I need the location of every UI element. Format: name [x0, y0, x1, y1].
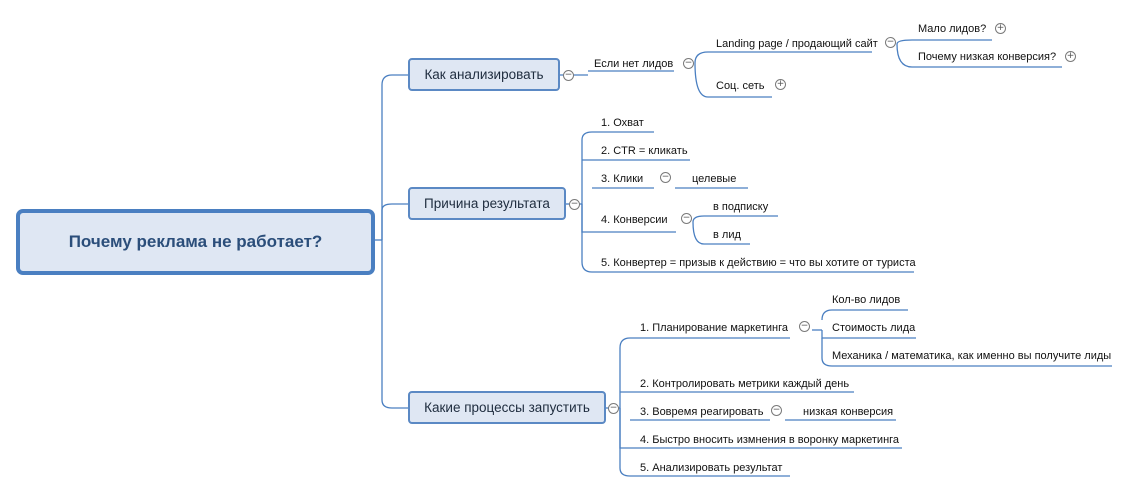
- subtopic-mechanics[interactable]: Механика / математика, как именно вы пол…: [832, 350, 1112, 362]
- subtopic-reach[interactable]: 1. Охват: [601, 117, 644, 129]
- branch-how-to-analyze[interactable]: Как анализировать: [408, 58, 560, 91]
- subtopic-low-conv[interactable]: низкая конверсия: [803, 406, 894, 418]
- collapse-icon[interactable]: −: [885, 37, 896, 48]
- subtopic-low-conversion[interactable]: Почему низкая конверсия?: [918, 51, 1057, 63]
- subtopic-ctr[interactable]: 2. CTR = кликать: [601, 145, 688, 157]
- subtopic-to-subscription[interactable]: в подписку: [713, 201, 769, 213]
- subtopic-metrics[interactable]: 2. Контролировать метрики каждый день: [640, 378, 850, 390]
- subtopic-social[interactable]: Соц. сеть: [716, 80, 765, 92]
- collapse-icon[interactable]: −: [799, 321, 810, 332]
- subtopic-no-leads[interactable]: Если нет лидов: [594, 58, 674, 70]
- collapse-icon[interactable]: −: [681, 213, 692, 224]
- subtopic-planning[interactable]: 1. Планирование маркетинга: [640, 322, 788, 334]
- subtopic-clicks[interactable]: 3. Клики: [601, 173, 644, 185]
- collapse-icon[interactable]: −: [771, 405, 782, 416]
- subtopic-conversions[interactable]: 4. Конверсии: [601, 214, 668, 226]
- subtopic-few-leads[interactable]: Мало лидов?: [918, 23, 987, 35]
- branch-processes[interactable]: Какие процессы запустить: [408, 391, 606, 424]
- collapse-icon[interactable]: −: [608, 403, 619, 414]
- subtopic-targeted[interactable]: целевые: [692, 173, 737, 185]
- subtopic-converter[interactable]: 5. Конвертер = призыв к действию = что в…: [601, 257, 916, 269]
- expand-icon[interactable]: +: [1065, 51, 1076, 62]
- branch-reason[interactable]: Причина результата: [408, 187, 566, 220]
- subtopic-landing-page[interactable]: Landing page / продающий сайт: [716, 38, 878, 50]
- subtopic-funnel[interactable]: 4. Быстро вносить измнения в воронку мар…: [640, 434, 900, 446]
- collapse-icon[interactable]: −: [563, 70, 574, 81]
- expand-icon[interactable]: +: [775, 79, 786, 90]
- collapse-icon[interactable]: −: [660, 172, 671, 183]
- subtopic-to-lead[interactable]: в лид: [713, 229, 741, 241]
- subtopic-analyze-result[interactable]: 5. Анализировать результат: [640, 462, 783, 474]
- collapse-icon[interactable]: −: [683, 58, 694, 69]
- central-topic[interactable]: Почему реклама не работает?: [16, 209, 375, 275]
- subtopic-lead-cost[interactable]: Стоимость лида: [832, 322, 916, 334]
- expand-icon[interactable]: +: [995, 23, 1006, 34]
- collapse-icon[interactable]: −: [569, 199, 580, 210]
- subtopic-react[interactable]: 3. Вовремя реагировать: [640, 406, 764, 418]
- subtopic-leads-count[interactable]: Кол-во лидов: [832, 294, 901, 306]
